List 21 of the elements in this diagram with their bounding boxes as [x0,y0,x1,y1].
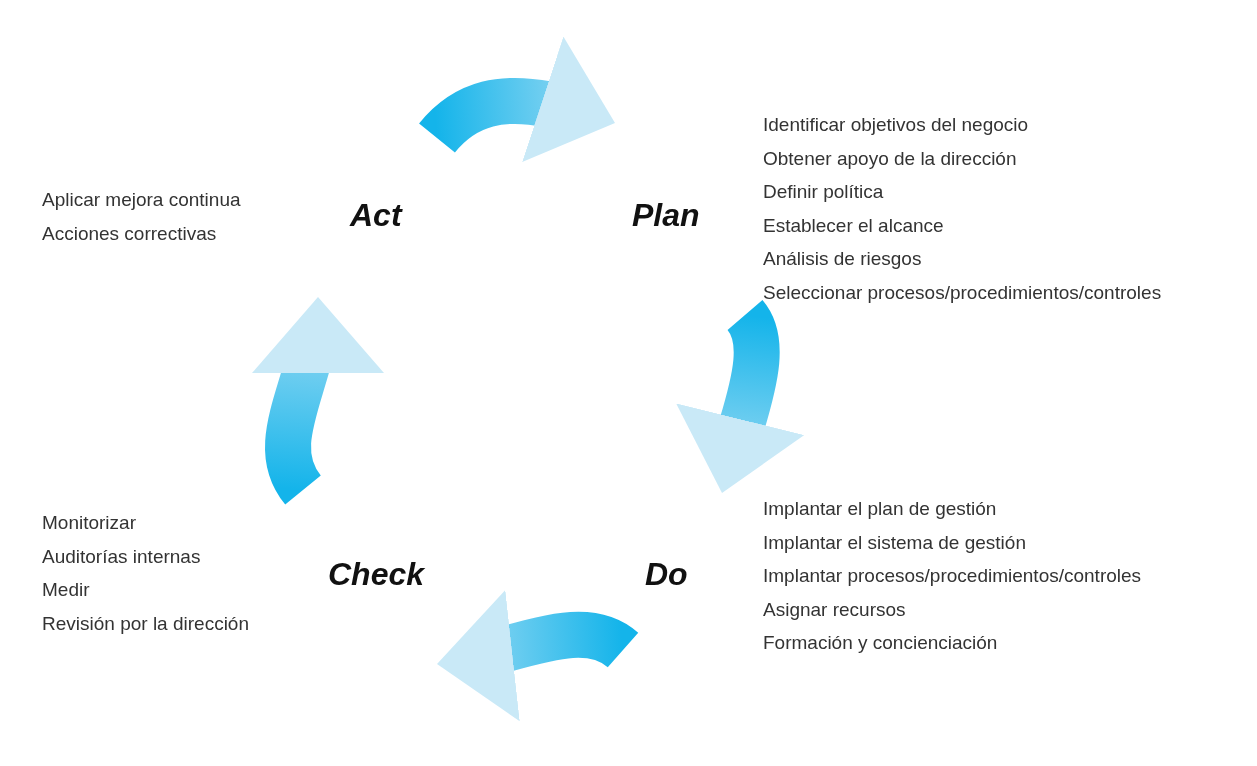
stage-title: Check [328,555,425,593]
step-text: Auditorías internas [42,544,201,569]
step-text: Implantar el plan de gestión [763,497,997,521]
step-text: Acciones correctivas [42,221,217,246]
stage-title: Do [645,555,688,593]
stage-title: Plan [632,196,700,234]
step-text: Revisión por la dirección [42,611,249,636]
step-text: Establecer el alcance [763,213,944,238]
step-text: Medir [42,578,90,602]
step-text: Monitorizar [42,511,136,535]
step-text: Análisis de riesgos [763,247,922,271]
stage-title: Act [350,196,402,234]
step-text: Formación y concienciación [763,631,998,655]
step-text: Obtener apoyo de la dirección [763,146,1017,171]
step-text: Aplicar mejora continua [42,188,241,212]
step-text: Implantar procesos/procedimientos/controles [763,564,1142,588]
step-text: Asignar recursos [763,597,906,622]
step-text: Definir política [763,180,884,204]
step-text: Seleccionar procesos/procedimientos/controles [763,280,1162,305]
step-text: Identificar objetivos del negocio [763,113,1029,137]
step-text: Implantar el sistema de gestión [763,530,1026,555]
